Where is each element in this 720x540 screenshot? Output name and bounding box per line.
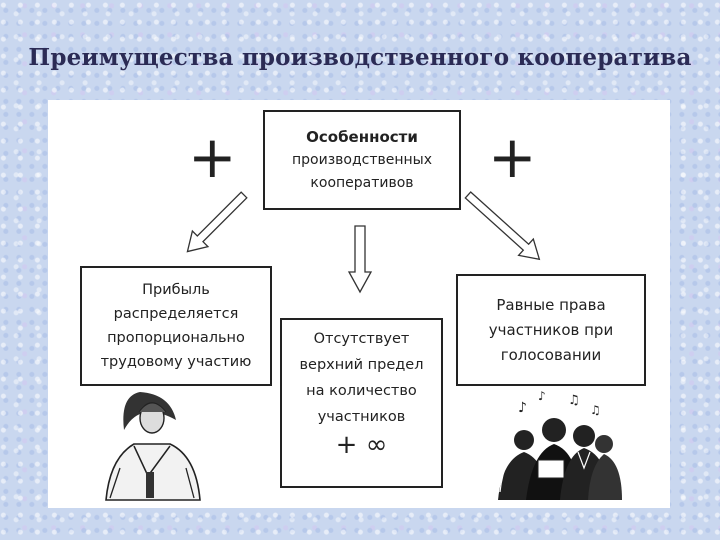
singers-clipart: ♪ ♫ ♪ ♫ (498, 389, 622, 500)
svg-text:♪: ♪ (518, 400, 527, 416)
right-box: Равные права участников при голосовании (456, 274, 646, 386)
diagram-panel: Особенности производственных кооперативо… (48, 100, 670, 508)
worker-clipart (105, 392, 201, 501)
center-box-line-2: производственных (291, 151, 432, 168)
left-box: Прибыль распределяется пропорционально т… (80, 266, 272, 386)
center-box-line-3: кооперативов (310, 174, 414, 191)
arrow-to-left-box (186, 191, 248, 253)
plus-sign-left: + (188, 123, 237, 191)
center-box: Особенности производственных кооперативо… (263, 110, 461, 210)
slide-title: Преимущества производственного кооперати… (28, 44, 692, 71)
diagram-graphics: ♪ ♫ ♪ ♫ (105, 191, 622, 501)
arrow-to-right-box (464, 191, 541, 261)
plus-sign-right: + (488, 123, 537, 191)
middle-box: Отсутствует верхний предел на количество… (280, 318, 443, 488)
svg-text:♫: ♫ (590, 403, 601, 417)
plus-infinity-symbol: + ∞ (335, 430, 388, 460)
middle-box-text: Отсутствует верхний предел на количество… (299, 331, 424, 425)
center-box-line-1: Особенности (306, 127, 418, 146)
svg-text:♫: ♫ (568, 393, 580, 408)
svg-text:♪: ♪ (538, 389, 546, 403)
arrow-to-middle-box (347, 225, 373, 294)
